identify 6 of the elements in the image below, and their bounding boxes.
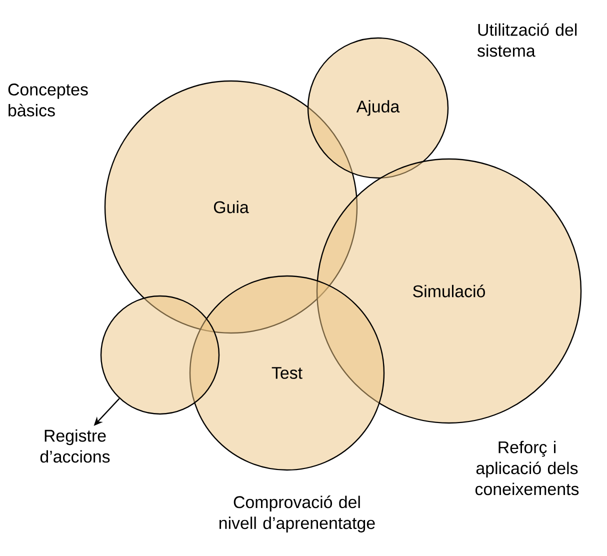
- node-label: Reforç i aplicació dels coneixements: [475, 440, 579, 496]
- circle: [100, 295, 220, 415]
- node-label: Utilització del sistema: [477, 23, 577, 57]
- label: Registre d’accions: [40, 429, 110, 463]
- node-label: Comprovació del nivell d’aprenentatge: [220, 496, 375, 532]
- node-label: Conceptes bàsics: [8, 84, 88, 116]
